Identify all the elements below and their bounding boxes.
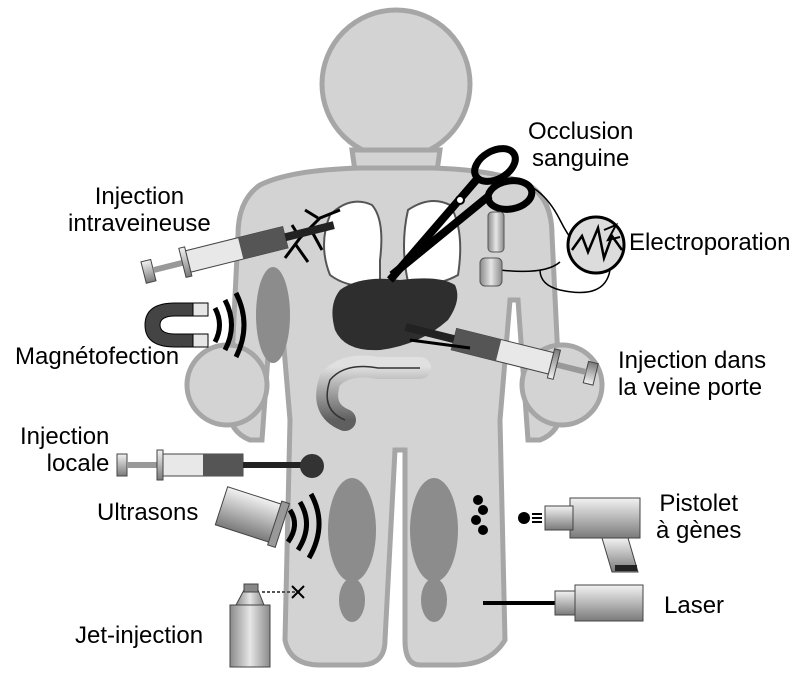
laser-device-icon xyxy=(483,585,643,621)
label-jet-injection: Jet-injection xyxy=(75,622,203,649)
label-ultrasons: Ultrasons xyxy=(97,499,198,526)
label-injection-iv: Injection intraveineuse xyxy=(68,183,211,237)
label-occlusion: Occlusion sanguine xyxy=(528,118,633,172)
injection-site xyxy=(300,454,324,478)
label-magnetofection: Magnétofection xyxy=(15,343,179,370)
label-laser: Laser xyxy=(664,592,724,619)
label-injection-locale: Injection locale xyxy=(20,423,109,477)
label-pistolet: Pistolet à gènes xyxy=(656,490,741,544)
label-injection-porte: Injection dans la veine porte xyxy=(618,347,766,401)
syringe-icon xyxy=(117,450,303,480)
label-electroporation: Electroporation xyxy=(629,229,790,256)
